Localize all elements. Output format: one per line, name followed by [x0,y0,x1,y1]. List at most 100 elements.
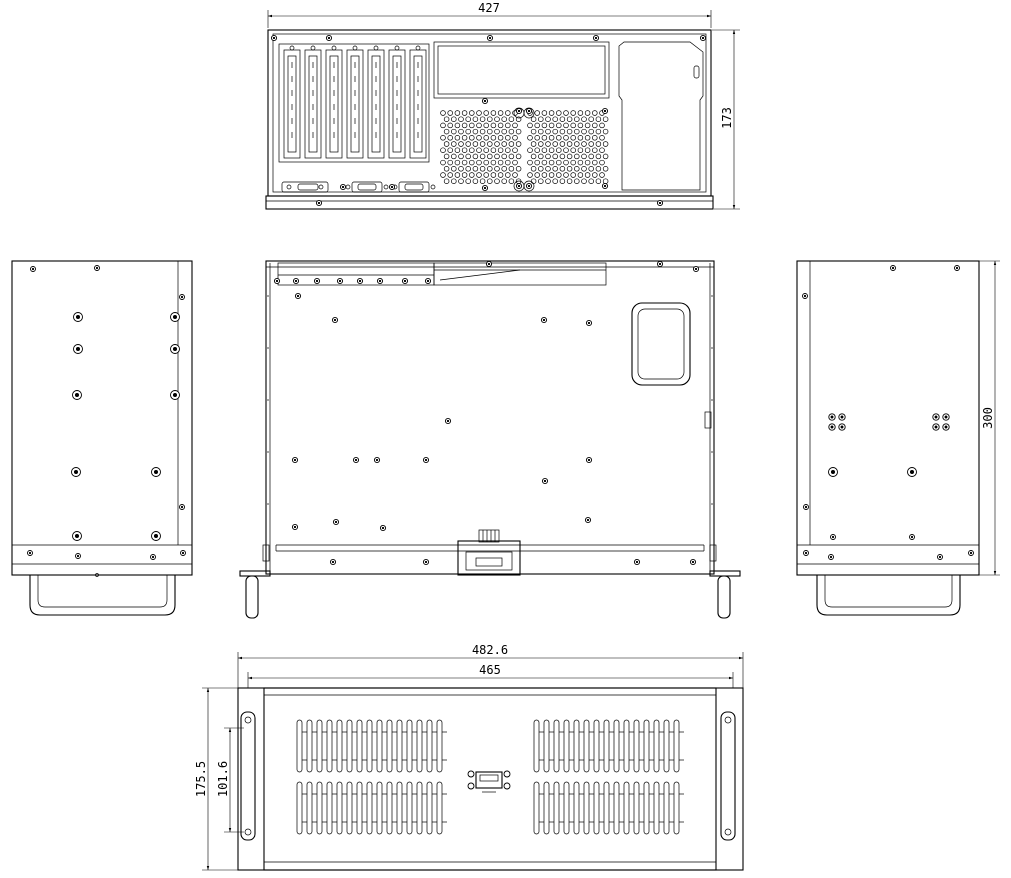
screw [656,260,664,268]
screw [828,413,836,421]
vent-hole [465,178,471,184]
vent-hole [469,110,475,116]
vent-hole [512,147,518,153]
vent-slot [663,781,670,835]
screw [968,550,974,556]
vent-hole [487,166,493,172]
vent-hole [530,153,537,160]
screw [294,292,302,300]
vent-slot [563,781,570,835]
vent-slot [573,781,580,835]
vent-slot [613,781,620,835]
tray-standoffs [267,260,713,566]
vent-hole [592,172,598,178]
expansion-slot [388,45,406,159]
vent-hole [447,172,453,178]
vent-hole [556,110,562,116]
vent-hole [443,153,450,160]
screw [942,423,950,431]
vent-hole [570,110,576,116]
vent-hole [440,122,446,129]
vent-hole [577,172,584,178]
screw [890,265,896,271]
vent-slot [326,719,333,773]
vent-hole [534,122,540,129]
screw [803,504,809,510]
vent-hole [530,178,537,184]
vent-hole [548,122,555,129]
vent-hole [447,147,453,153]
vent-hole [447,135,453,141]
front-vent-left [296,719,447,835]
screw [803,550,809,556]
vent-hole [530,116,537,122]
vent-slot [376,719,383,773]
vent-hole [552,153,558,160]
vent-hole [483,172,489,178]
vent-hole [556,159,562,166]
vent-slot [543,719,550,773]
vent-hole [538,128,544,135]
screw [828,467,838,477]
screw [388,183,396,191]
vent-hole [479,153,486,160]
vent-slot [623,781,630,835]
vent-hole [599,172,605,178]
vent-hole [476,110,482,116]
screw [525,182,533,190]
vent-hole [461,159,468,166]
vent-hole [570,135,576,141]
vent-hole [515,141,522,147]
screw [592,34,600,42]
psu-window [631,302,691,386]
vent-hole [515,153,522,160]
vent-hole [548,159,555,166]
vent-slot [396,781,403,835]
vent-hole [469,122,475,129]
vent-hole [512,122,518,129]
screw [541,477,549,485]
vent-hole [494,166,500,172]
vent-hole [559,166,566,172]
vent-hole [570,147,576,153]
right-side-view: 300 [796,260,1000,616]
screw [830,534,836,540]
vent-hole [494,141,500,147]
vent-hole [440,135,446,141]
vent-hole [534,159,540,166]
vent-hole [451,153,457,160]
vent-hole [595,153,602,160]
vent-hole [443,128,450,135]
vent-hole [595,116,602,122]
vent-hole [592,135,598,141]
vent-hole [476,122,482,129]
vent-hole [577,147,584,153]
vent-hole [508,116,515,122]
vent-hole [570,172,576,178]
screw [150,554,156,560]
vent-hole [490,159,497,166]
rear-fan-grille-right [527,110,609,184]
vent-hole [501,116,507,122]
vent-hole [505,135,511,141]
vent-slot [386,719,393,773]
vent-hole [570,159,576,166]
vent-hole [599,122,605,129]
top-view: 427 173 [265,1,740,210]
vent-hole [527,135,533,141]
vent-slot [356,781,363,835]
vent-slot [563,719,570,773]
vent-hole [454,122,461,129]
vent-hole [581,178,587,184]
screw [315,199,323,207]
screw [75,553,81,559]
screw [422,558,430,566]
rear-screws [270,34,707,207]
screw [525,107,533,115]
screw [481,97,489,105]
vent-hole [584,159,591,166]
vent-slot [643,781,650,835]
vent-slot [436,719,443,773]
vent-slot [633,781,640,835]
vent-hole [566,153,573,160]
